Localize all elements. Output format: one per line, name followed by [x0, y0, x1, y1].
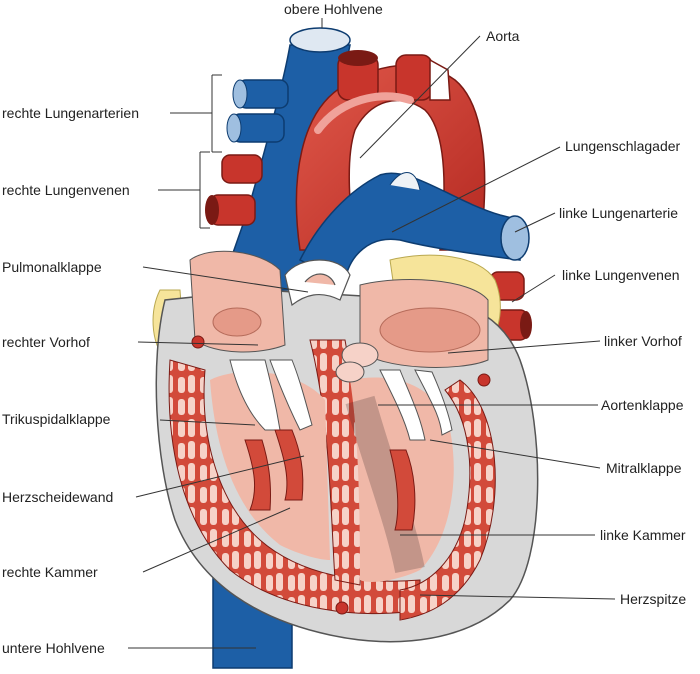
coronary-vessel-left: [477, 373, 491, 387]
label-left-ventricle: linke Kammer: [600, 527, 686, 543]
label-septum: Herzscheidewand: [2, 489, 114, 505]
pulmonary-valve: [284, 259, 351, 307]
label-right-pulmonary-arteries: rechte Lungenarterien: [2, 105, 139, 121]
superior-vena-cava-opening: [289, 27, 351, 53]
label-apex: Herzspitze: [620, 591, 687, 607]
label-inferior-vena-cava: untere Hohlvene: [2, 640, 105, 656]
right-pulmonary-veins: [205, 154, 263, 226]
label-right-pulmonary-veins: rechte Lungenvenen: [2, 182, 130, 198]
label-left-atrium: linker Vorhof: [604, 333, 682, 349]
right-atrium-chamber: [189, 250, 286, 353]
label-superior-vena-cava: obere Hohlvene: [284, 1, 383, 17]
label-left-pulmonary-artery: linke Lungenarterie: [559, 205, 679, 221]
label-aortic-valve: Aortenklappe: [601, 397, 684, 413]
label-right-atrium: rechter Vorhof: [2, 334, 90, 350]
label-tricuspid-valve: Trikuspidalklappe: [2, 411, 111, 427]
coronary-vessel-right: [191, 335, 205, 349]
label-aorta: Aorta: [486, 28, 520, 44]
right-pulmonary-arteries: [226, 79, 289, 143]
label-mitral-valve: Mitralklappe: [606, 460, 682, 476]
coronary-vessel-bottom: [335, 601, 349, 615]
leader-lines: [128, 18, 616, 649]
label-pulmonary-trunk: Lungenschlagader: [565, 138, 681, 154]
left-pulmonary-artery-opening: [500, 215, 530, 261]
label-left-pulmonary-veins: linke Lungenvenen: [562, 267, 680, 283]
papillary-muscles: [244, 429, 416, 531]
left-ventricle-wall: [399, 379, 496, 621]
label-right-ventricle: rechte Kammer: [2, 564, 98, 580]
label-pulmonary-valve: Pulmonalklappe: [2, 259, 102, 275]
aortic-valve: [335, 342, 379, 383]
